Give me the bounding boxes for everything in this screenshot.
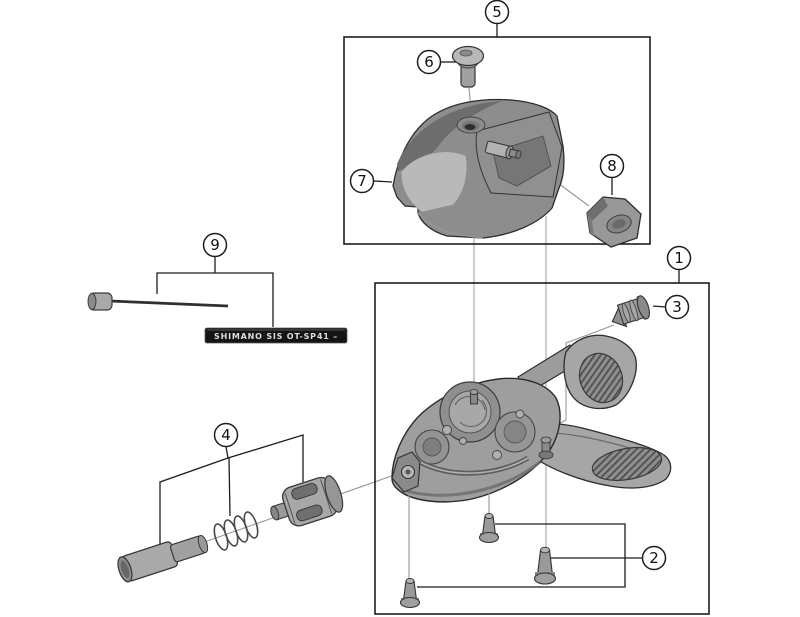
adjuster-boot bbox=[117, 534, 209, 583]
adjuster-spring bbox=[213, 511, 259, 551]
callout-7: 7 bbox=[349, 168, 375, 194]
callout-8-number: 8 bbox=[607, 157, 617, 175]
cover-front-panel bbox=[400, 151, 468, 213]
callout-3-badge bbox=[664, 294, 690, 320]
callout-1-number: 1 bbox=[674, 249, 684, 267]
shift-lever bbox=[518, 422, 672, 489]
mounting-screw-b bbox=[533, 546, 557, 585]
callout-3: 3 bbox=[664, 294, 690, 320]
cover-screw-hole bbox=[456, 116, 486, 134]
cover-top-face bbox=[397, 101, 502, 171]
inner-cable bbox=[87, 292, 229, 311]
callout-9-badge bbox=[202, 232, 228, 258]
outer-casing: SHIMANO SIS OT-SP41 – bbox=[204, 327, 348, 344]
cover-fixing-screw bbox=[451, 45, 485, 88]
callout-1: 1 bbox=[666, 245, 692, 271]
callout-4-badge bbox=[213, 422, 239, 448]
mounting-screw-a bbox=[478, 513, 500, 544]
callout-1-badge bbox=[666, 245, 692, 271]
release-lever bbox=[517, 334, 637, 410]
callout-7-badge bbox=[349, 168, 375, 194]
barrel-adjuster bbox=[270, 475, 344, 527]
callout-5: 5 bbox=[484, 0, 510, 25]
mounting-screw-c bbox=[399, 578, 421, 609]
cover-housing bbox=[392, 98, 565, 239]
callout-9-number: 9 bbox=[210, 236, 220, 254]
lever-unit-box-group: 2 3 1 bbox=[374, 245, 710, 615]
callout-7-number: 7 bbox=[357, 172, 367, 190]
callout-9: 9 bbox=[202, 232, 228, 258]
adjuster-set-group: 4 bbox=[117, 422, 401, 583]
callout-2-badge bbox=[641, 545, 667, 571]
callout-5-badge bbox=[484, 0, 510, 25]
cable-stop-wedge bbox=[586, 196, 642, 248]
callout-2-number: 2 bbox=[649, 549, 659, 567]
lever-body-mechanism bbox=[391, 377, 561, 503]
callout-6: 6 bbox=[416, 49, 442, 75]
callout-4: 4 bbox=[213, 422, 239, 448]
callout-8: 8 bbox=[599, 153, 625, 179]
lever-unit-frame bbox=[374, 282, 710, 615]
callout-6-number: 6 bbox=[424, 53, 434, 71]
callout-4-number: 4 bbox=[221, 426, 231, 444]
body-post-front bbox=[469, 389, 479, 405]
callout-6-badge bbox=[416, 49, 442, 75]
callout-5-number: 5 bbox=[492, 3, 502, 21]
cable-casing-label: SHIMANO SIS OT-SP41 – bbox=[214, 332, 338, 341]
callout-2: 2 bbox=[641, 545, 667, 571]
cover-unit-box-group: 5 6 7 8 bbox=[343, 0, 651, 248]
callout-3-number: 3 bbox=[672, 298, 682, 316]
body-post-rear bbox=[538, 436, 554, 460]
cable-fixing-pin bbox=[484, 140, 522, 160]
cable-set-group: 9 SHIMANO SIS OT-SP41 – bbox=[87, 232, 348, 344]
callout-8-badge bbox=[599, 153, 625, 179]
adjusting-boot bbox=[611, 295, 650, 328]
